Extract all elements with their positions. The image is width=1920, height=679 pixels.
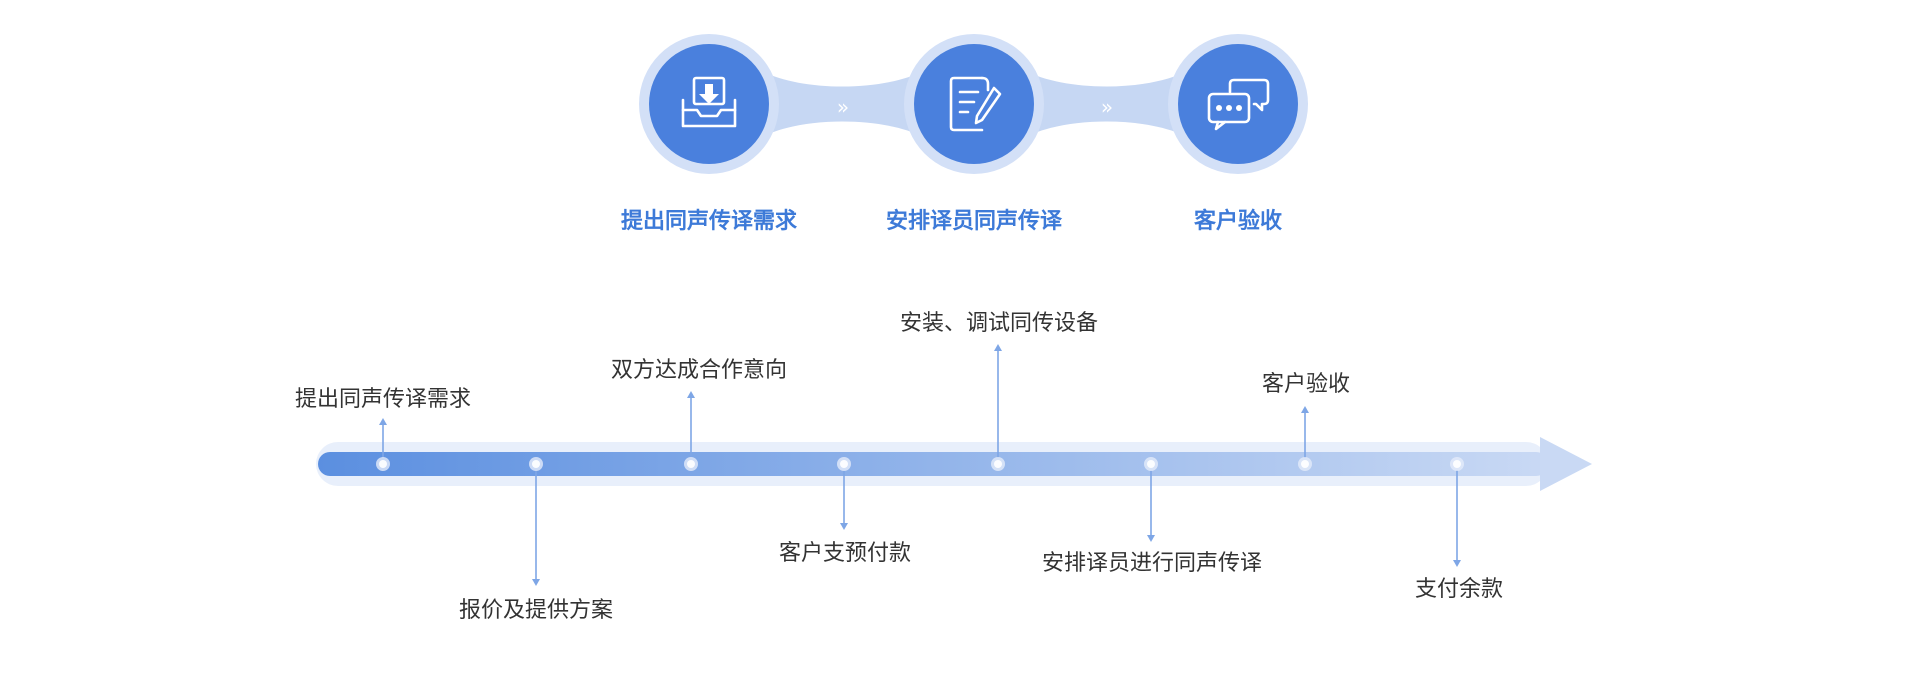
process-step-3: 客户验收: [1168, 34, 1308, 233]
milestone-8: 支付余款: [1415, 457, 1503, 601]
connector-chevron-1: »: [837, 95, 849, 119]
stem-arrow: [994, 344, 1002, 351]
connector-chevron-2: »: [1101, 95, 1113, 119]
step-circle: [914, 44, 1034, 164]
connector-band-1: [760, 70, 925, 138]
milestone-dot: [994, 460, 1002, 468]
milestone-label: 安装、调试同传设备: [900, 310, 1098, 335]
milestone-label: 客户支预付款: [779, 540, 911, 565]
milestone-dot: [1301, 460, 1309, 468]
timeline-bar: [318, 452, 1548, 476]
process-step-label: 安排译员同声传译: [886, 208, 1063, 233]
milestone-6: 安排译员进行同声传译: [1042, 457, 1262, 575]
process-connectors: » »: [760, 70, 1189, 138]
stem-arrow: [1147, 535, 1155, 542]
stem-arrow: [379, 418, 387, 425]
milestone-dot: [1147, 460, 1155, 468]
process-step-label: 客户验收: [1194, 208, 1282, 233]
milestone-1: 提出同声传译需求: [295, 386, 471, 471]
chat-bubbles-icon: [1207, 78, 1270, 131]
milestone-dot: [379, 460, 387, 468]
milestone-2: 报价及提供方案: [459, 457, 613, 622]
download-tray-icon: [681, 76, 737, 128]
milestone-label: 提出同声传译需求: [295, 386, 471, 411]
process-step-2: 安排译员同声传译: [886, 34, 1063, 233]
connector-band-2: [1024, 70, 1189, 138]
document-edit-icon: [949, 76, 1002, 132]
milestone-4: 客户支预付款: [779, 457, 911, 565]
stem-arrow: [1453, 560, 1461, 567]
stem-arrow: [532, 579, 540, 586]
timeline-arrowhead: [1540, 437, 1592, 491]
milestone-label: 安排译员进行同声传译: [1042, 550, 1262, 575]
milestone-3: 双方达成合作意向: [611, 357, 787, 471]
stem-arrow: [1301, 406, 1309, 413]
milestone-dot: [840, 460, 848, 468]
milestone-dot: [1453, 460, 1461, 468]
process-step-label: 提出同声传译需求: [621, 208, 797, 233]
milestone-dot: [687, 460, 695, 468]
milestone-dot: [532, 460, 540, 468]
milestone-label: 报价及提供方案: [459, 597, 613, 622]
milestone-label: 客户验收: [1262, 371, 1350, 396]
stem-arrow: [687, 391, 695, 398]
process-step-1: 提出同声传译需求: [621, 34, 797, 233]
milestone-label: 支付余款: [1415, 576, 1503, 601]
timeline: 提出同声传译需求 报价及提供方案 双方达成合作意向 客户支预付款: [295, 310, 1592, 622]
milestone-label: 双方达成合作意向: [611, 357, 787, 382]
milestone-7: 客户验收: [1262, 371, 1350, 471]
stem-arrow: [840, 523, 848, 530]
milestone-5: 安装、调试同传设备: [900, 310, 1098, 471]
